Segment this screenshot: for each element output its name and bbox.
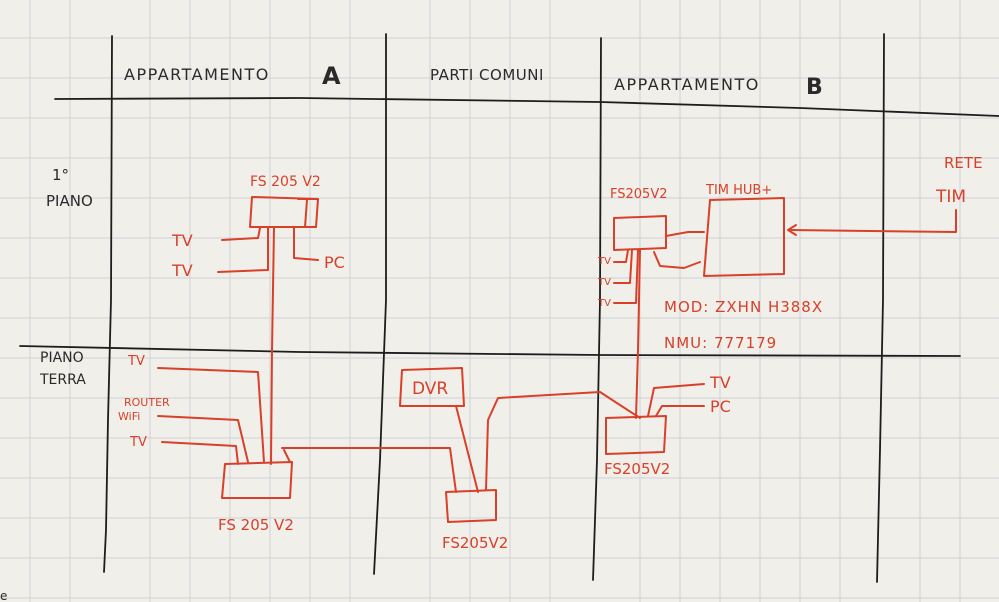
switch-a-ground-floor: TV ROUTER WiFi TV FS 205 V2 — [118, 354, 457, 534]
switch-a-first-label: FS 205 V2 — [250, 174, 321, 190]
header-apartment-b: APPARTAMENTO — [614, 75, 760, 94]
switch-b-ground-floor: TV PC FS205V2 — [604, 373, 731, 478]
network-line2: TIM — [935, 187, 966, 207]
modem-nmu-label: NMU: 777179 — [664, 334, 777, 352]
router-line1: ROUTER — [124, 396, 170, 409]
header-apartment-a-letter: A — [322, 62, 341, 90]
switch-a-ground-label: FS 205 V2 — [218, 516, 294, 534]
network-line1: RETE — [944, 154, 983, 172]
switch-b-first-label: FS205V2 — [610, 187, 667, 202]
tim-hub-label: TIM HUB+ — [705, 183, 772, 198]
tv-b3-label: TV — [597, 298, 611, 309]
floor-first-word: PIANO — [46, 192, 93, 210]
floor-labels: 1° PIANO PIANO TERRA — [39, 166, 93, 388]
tv-b2-label: TV — [597, 277, 611, 288]
header-apartment-b-letter: B — [806, 75, 823, 100]
dvr-label: DVR — [412, 379, 448, 399]
router-line2: WiFi — [118, 410, 140, 423]
margin-glyph: e — [0, 589, 7, 602]
floor-ground-line2: TERRA — [39, 372, 86, 388]
tv-a1-label: TV — [171, 231, 193, 250]
switch-common-label: FS205V2 — [442, 534, 508, 552]
tv-a4-label: TV — [129, 435, 147, 450]
switch-a-first-floor: FS 205 V2 TV TV PC — [171, 174, 345, 465]
column-headers: APPARTAMENTO A PARTI COMUNI APPARTAMENTO… — [124, 62, 823, 100]
header-apartment-a: APPARTAMENTO — [124, 65, 270, 84]
switch-b-ground-label: FS205V2 — [604, 460, 670, 478]
common-area-devices: DVR FS205V2 — [399, 367, 641, 552]
header-common-parts: PARTI COMUNI — [430, 66, 544, 84]
column-and-floor-dividers — [19, 33, 999, 583]
tv-a2-label: TV — [171, 261, 193, 280]
apartment-b-first-floor: FS205V2 TV TV TV TIM HUB+ RETE TIM MOD: … — [597, 154, 983, 419]
pc-a-label: PC — [324, 253, 345, 272]
modem-model-label: MOD: ZXHN H388X — [664, 298, 823, 316]
floor-ground-line1: PIANO — [40, 350, 84, 366]
tv-b1-label: TV — [597, 256, 611, 267]
tv-a3-label: TV — [127, 354, 145, 369]
floor-first-number: 1° — [52, 166, 69, 184]
pc-b-label: PC — [710, 397, 731, 416]
tv-b4-label: TV — [709, 373, 731, 392]
